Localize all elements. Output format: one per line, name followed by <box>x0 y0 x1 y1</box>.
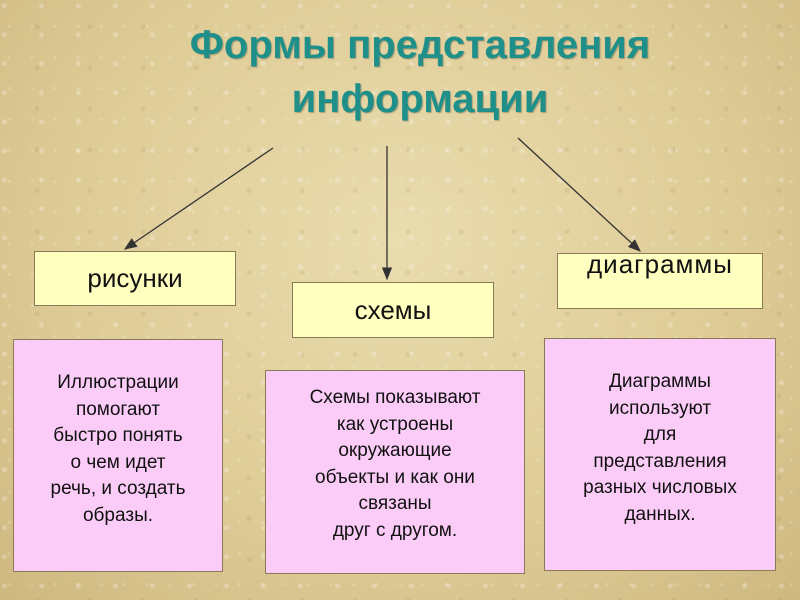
description-box-risunki: Иллюстрации помогают быстро понять о чем… <box>13 339 223 572</box>
arrow-to-diagrammy <box>517 137 641 252</box>
description-text-skhemy: Схемы показывают как устроены окружающие… <box>309 387 481 541</box>
category-label-diagrammy: диаграммы <box>587 253 733 279</box>
page-title: Формы представления информации <box>189 23 651 121</box>
arrow-to-risunki <box>123 147 274 250</box>
category-box-risunki: рисунки <box>34 251 236 306</box>
category-label-skhemy: схемы <box>354 294 432 325</box>
category-box-skhemy: схемы <box>292 282 494 338</box>
category-label-risunki: рисунки <box>87 263 183 293</box>
description-text-risunki: Иллюстрации помогают быстро понять о чем… <box>50 372 186 526</box>
description-box-diagrammy: Диаграммы используют для представления р… <box>544 338 776 571</box>
category-box-diagrammy: диаграммы <box>557 253 763 309</box>
description-text-diagrammy: Диаграммы используют для представления р… <box>583 371 737 525</box>
description-box-skhemy: Схемы показывают как устроены окружающие… <box>265 370 525 574</box>
